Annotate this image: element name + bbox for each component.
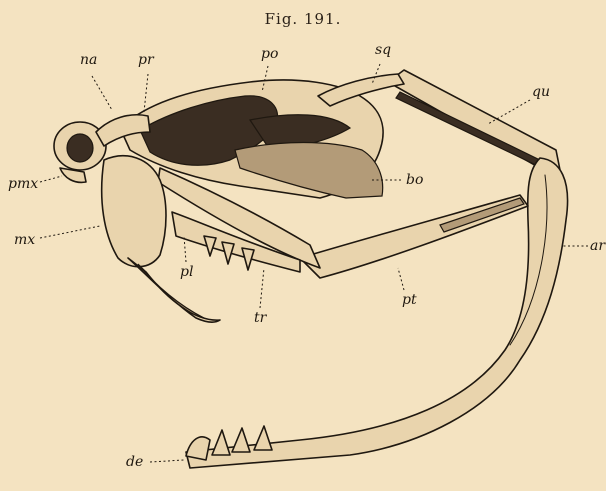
label-pl: pl — [180, 264, 193, 280]
label-na: na — [80, 52, 97, 68]
label-po: po — [261, 46, 278, 62]
label-pt: pt — [402, 292, 417, 308]
nasal-opening — [67, 134, 93, 162]
label-bo: bo — [406, 172, 423, 188]
label-mx: mx — [14, 232, 35, 248]
maxilla-bone — [102, 156, 166, 267]
label-ar: ar — [590, 238, 606, 254]
label-de: de — [126, 454, 143, 470]
label-qu: qu — [532, 84, 550, 100]
label-sq: sq — [375, 42, 391, 58]
label-pmx: pmx — [8, 176, 38, 192]
fang-shading — [138, 264, 204, 318]
label-pr: pr — [138, 52, 155, 68]
label-tr: tr — [254, 310, 268, 326]
